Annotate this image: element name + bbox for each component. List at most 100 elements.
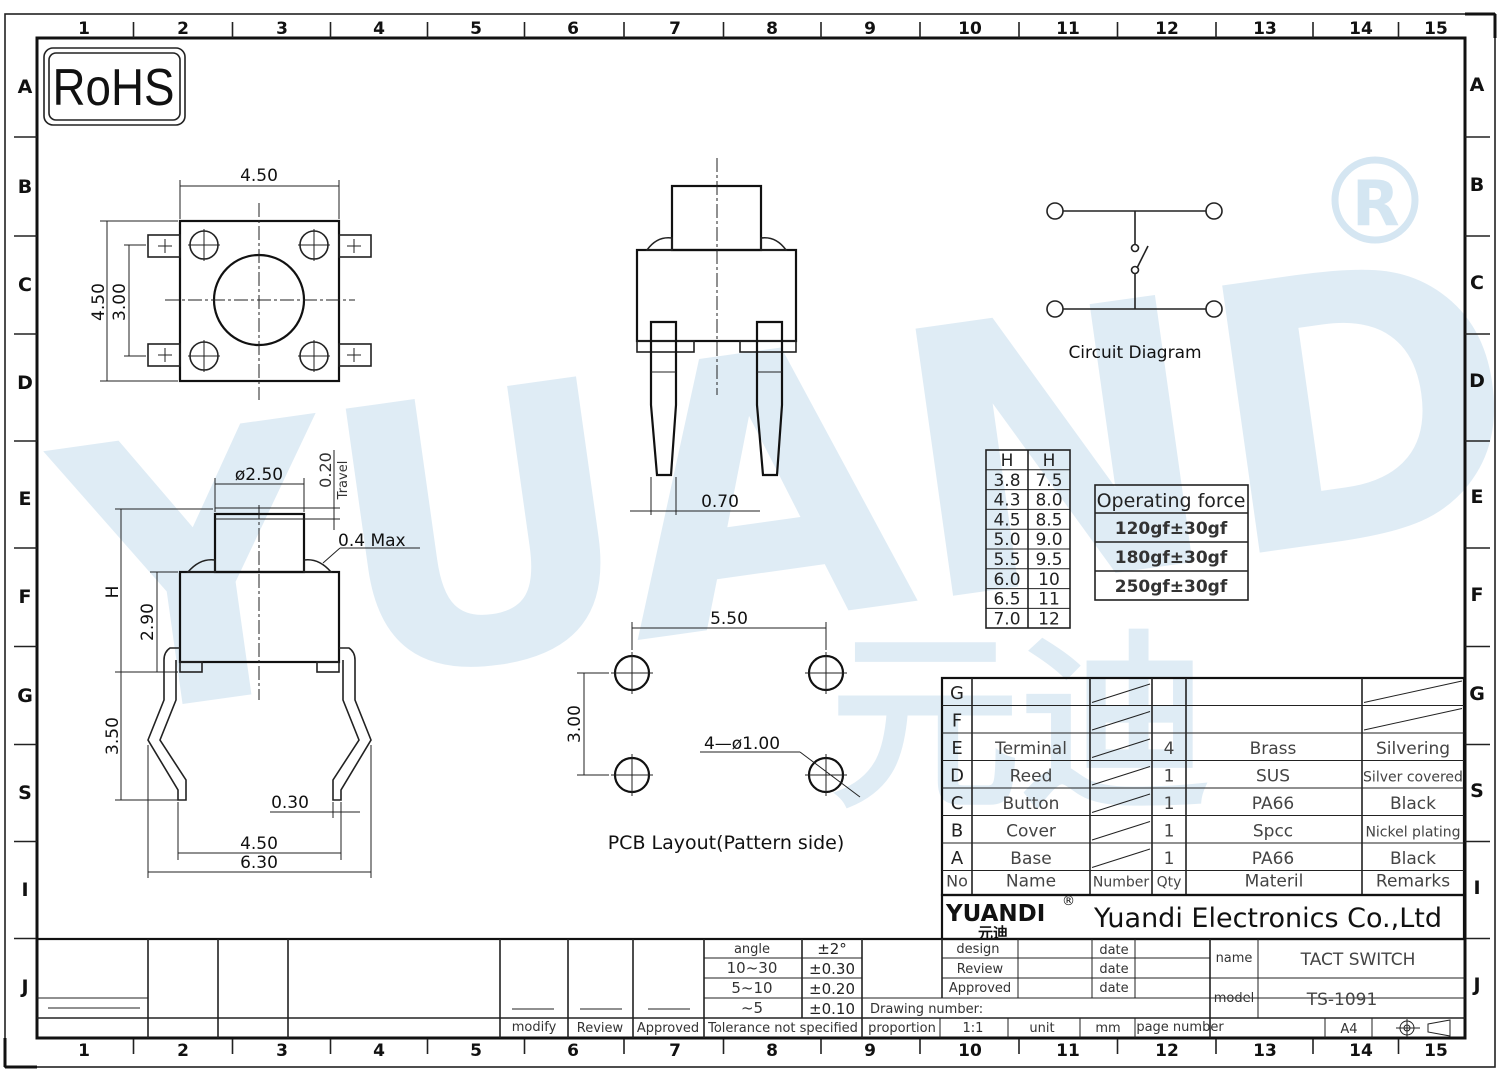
bom-material: SUS xyxy=(1256,767,1290,787)
unit-label: unit xyxy=(1029,1021,1054,1036)
bom-qty: 4 xyxy=(1164,739,1175,759)
bom-number-strike xyxy=(1091,711,1151,731)
top-view: 4.50 4.50 3.00 xyxy=(89,166,372,400)
rohs-badge: RoHS xyxy=(43,47,186,126)
column-label-top: 2 xyxy=(177,19,189,39)
bom-qty: 1 xyxy=(1164,794,1175,814)
column-label-top: 1 xyxy=(78,19,90,39)
height-cell: 12 xyxy=(1038,609,1060,629)
height-cell: 7.5 xyxy=(1035,471,1062,491)
height-cell: 5.5 xyxy=(993,550,1020,570)
model-label: model xyxy=(1214,991,1254,1006)
watermark-cn: 元迪 xyxy=(830,614,1210,835)
column-label-top: 5 xyxy=(470,19,482,39)
bom-code: B xyxy=(951,821,963,842)
column-label-top: 4 xyxy=(373,19,385,39)
travel-label: Travel xyxy=(336,461,351,501)
bom-number-strike xyxy=(1091,793,1151,813)
height-cell: 8.5 xyxy=(1035,510,1062,530)
design-label: design xyxy=(956,942,999,957)
column-label-top: 12 xyxy=(1155,19,1179,39)
review-date: date xyxy=(1099,962,1128,977)
company-banner: YUANDI 元迪 ® Yuandi Electronics Co.,Ltd xyxy=(940,893,1466,942)
height-cell: 8.0 xyxy=(1035,491,1062,511)
approved-label: Approved xyxy=(949,981,1011,996)
column-label-top: 3 xyxy=(276,19,288,39)
column-label-bottom: 10 xyxy=(958,1041,982,1061)
bom-material: PA66 xyxy=(1252,794,1294,814)
row-label-left: G xyxy=(17,685,33,707)
row-label-left: E xyxy=(19,488,32,510)
tolerance-range: 10~30 xyxy=(727,959,778,977)
part-name: TACT SWITCH xyxy=(1300,950,1416,970)
column-label-top: 8 xyxy=(766,19,778,39)
bom-code: E xyxy=(951,738,962,759)
bom-remarks: Black xyxy=(1390,794,1436,814)
travel-dim: 0.20 xyxy=(316,452,335,488)
row-label-left: A xyxy=(18,76,33,98)
row-label-right: A xyxy=(1470,74,1485,96)
pcb-title: PCB Layout(Pattern side) xyxy=(608,832,845,854)
tolerance-note: Tolerance not specified xyxy=(707,1021,858,1036)
column-label-bottom: 9 xyxy=(864,1041,876,1061)
tolerance-range: 5~10 xyxy=(731,979,772,997)
revision-review-label: Review xyxy=(577,1021,624,1036)
leg-height-dim: 3.50 xyxy=(103,717,123,755)
bom-header-name: Name xyxy=(1006,872,1056,892)
title-block: design Review Approved date date date na… xyxy=(35,937,1467,1040)
bom-material: Spcc xyxy=(1253,822,1293,842)
row-label-right: C xyxy=(1470,272,1484,294)
column-label-bottom: 7 xyxy=(669,1041,681,1061)
company-logo-text: YUANDI xyxy=(945,901,1045,927)
modify-label: modify xyxy=(512,1020,557,1035)
row-label-right: J xyxy=(1471,974,1480,996)
column-label-top: 15 xyxy=(1424,19,1448,39)
bom-code: A xyxy=(951,848,964,869)
bom-name: Reed xyxy=(1010,767,1053,787)
tolerance-value: ±0.20 xyxy=(809,980,855,998)
bom-remarks: Nickel plating xyxy=(1365,825,1460,841)
body-height-dim: 2.90 xyxy=(138,603,158,641)
bom-number-strike xyxy=(1091,766,1151,786)
pin-width-dim: 0.30 xyxy=(271,793,309,813)
bom-number-strike xyxy=(1091,821,1151,841)
height-cell: 9.0 xyxy=(1035,530,1062,550)
pcb-holes-dim: 4—ø1.00 xyxy=(704,734,780,754)
column-label-bottom: 8 xyxy=(766,1041,778,1061)
front-view: 0.70 xyxy=(630,158,798,515)
total-width-dim: 6.30 xyxy=(240,853,278,873)
column-label-bottom: 12 xyxy=(1155,1041,1179,1061)
column-label-bottom: 13 xyxy=(1253,1041,1277,1061)
bom-remarks: Silver covered xyxy=(1363,770,1463,786)
height-cell: 4.3 xyxy=(993,491,1020,511)
height-cell: 7.0 xyxy=(993,609,1020,629)
bom-qty: 1 xyxy=(1164,822,1175,842)
unit-value: mm xyxy=(1095,1021,1120,1036)
model-number: TS-1091 xyxy=(1306,990,1378,1010)
bom-name: Base xyxy=(1010,849,1051,869)
bom-remarks: Black xyxy=(1390,849,1436,869)
column-label-top: 7 xyxy=(669,19,681,39)
paper-size: A4 xyxy=(1340,1022,1357,1037)
column-label-bottom: 5 xyxy=(470,1041,482,1061)
height-cell: 4.5 xyxy=(993,510,1020,530)
company-logo-cn: 元迪 xyxy=(978,924,1008,942)
bom-material: PA66 xyxy=(1252,849,1294,869)
review-label: Review xyxy=(957,962,1004,977)
column-label-top: 11 xyxy=(1056,19,1080,39)
company-name: Yuandi Electronics Co.,Ltd xyxy=(1093,903,1442,934)
height-cell: 10 xyxy=(1038,570,1060,590)
height-cell: 6.5 xyxy=(993,590,1020,610)
bom-name: Button xyxy=(1003,794,1060,814)
tolerance-value: ±2° xyxy=(817,940,847,958)
side-view: ø2.50 0.20 Travel 0.4 Max H 2.90 3.50 0.… xyxy=(103,450,420,878)
tolerance-value: ±0.10 xyxy=(809,1000,855,1018)
row-label-left: D xyxy=(17,372,33,394)
circuit-diagram: Circuit Diagram xyxy=(1046,202,1223,363)
row-label-right: B xyxy=(1470,174,1484,196)
rohs-text: RoHS xyxy=(53,59,175,116)
pcb-layout: 5.50 3.00 4—ø1.00 PCB Layout(Pattern sid… xyxy=(565,609,861,854)
